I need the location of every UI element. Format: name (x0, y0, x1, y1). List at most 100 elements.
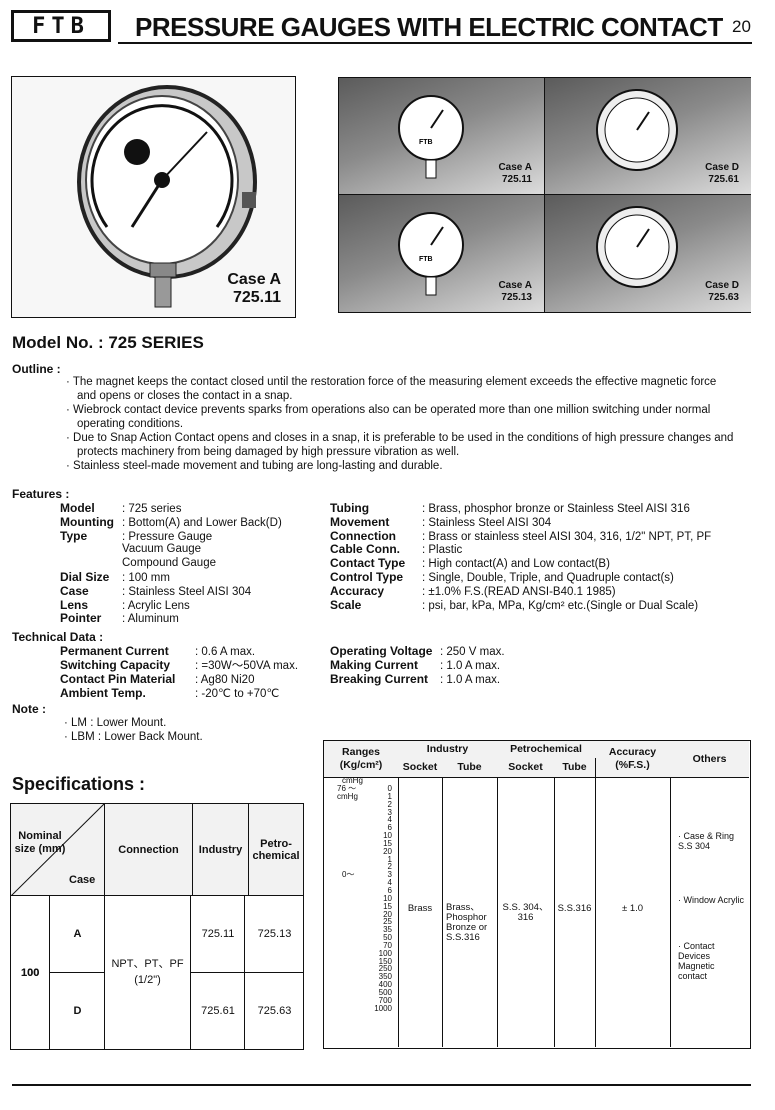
range-value: 6 (387, 885, 392, 895)
kv-row: Compound Gauge (60, 557, 216, 571)
kv-value: : -20℃ to +70℃ (195, 688, 280, 700)
cell-case: Case D (705, 280, 739, 291)
kv-row: Operating Voltage: 250 V max. (330, 644, 505, 660)
note-list: · LM : Lower Mount. · LBM : Lower Back M… (64, 716, 203, 744)
kv-value: Vacuum Gauge (122, 543, 202, 556)
main-gauge-photo: Case A 725.11 (11, 76, 296, 318)
gauge-icon (596, 89, 678, 171)
kv-row: Case: Stainless Steel AISI 304 (60, 583, 251, 600)
kv-value: : ±1.0% F.S.(READ ANSI-B40.1 1985) (422, 585, 616, 598)
footer-rule (12, 1084, 751, 1086)
note-label: Note : (12, 702, 46, 716)
range-value: 6 (387, 823, 392, 833)
petro-tube-column: S.S.316 (554, 777, 596, 1047)
kv-key: Model (60, 501, 95, 515)
gauge-icon: FTB (398, 212, 464, 296)
accuracy-value: ± 1.0 (621, 903, 644, 914)
petro-socket-header: Socket (497, 758, 555, 778)
range-value: 400 (378, 980, 392, 990)
kv-row: Tubing: Brass, phosphor bronze or Stainl… (330, 501, 690, 517)
range-value: 20 (383, 909, 392, 919)
kv-row: Ambient Temp. : -20℃ to +70℃ (60, 686, 280, 702)
accuracy-column: ± 1.0 (595, 777, 671, 1047)
petro-header: Petro-chemical (248, 803, 304, 896)
gauge-icon (596, 206, 678, 288)
range-value: 1 (387, 854, 392, 864)
nominal-size-header: Nominal size (mm) (14, 830, 66, 855)
kv-row: Contact Type: High contact(A) and Low co… (330, 556, 610, 572)
range-value: 4 (387, 878, 392, 888)
kv-value: : Brass, phosphor bronze or Stainless St… (422, 503, 690, 515)
range-value: 350 (378, 972, 392, 982)
kv-row: Contact Pin Material: Ag80 Ni20 (60, 672, 255, 688)
range-value: 2 (387, 862, 392, 872)
range-value: 70 (383, 940, 392, 950)
accuracy-header: Accuracy (%F.S.) (595, 741, 671, 778)
industry-group-header: Industry (398, 741, 498, 759)
cell-model: 725.63 (708, 292, 739, 303)
range-value: 1000 (374, 1003, 392, 1013)
kv-row: Dial Size: 100 mm (60, 570, 170, 586)
range-value: 15 (383, 901, 392, 911)
kv-value: : Brass or stainless steel AISI 304, 316… (422, 530, 712, 543)
kv-key: Permanent Current (60, 644, 169, 658)
range-value: 700 (378, 995, 392, 1005)
specifications-title: Specifications : (12, 774, 146, 794)
svg-text:FTB: FTB (419, 139, 433, 146)
others-column: · Case & Ring S.S 304 · Window Acrylic ·… (670, 777, 749, 1047)
kv-row: Movement : Stainless Steel AISI 304 (330, 514, 552, 531)
main-case-label: Case A (227, 271, 281, 288)
kv-key: Case (60, 583, 89, 598)
cell-case: Case A (498, 162, 532, 173)
cell-model: 725.13 (501, 292, 532, 303)
kv-value: : High contact(A) and Low contact(B) (422, 558, 610, 571)
petro-cell: 725.63 (244, 972, 304, 1049)
kv-key: Mounting (60, 514, 114, 529)
range-value: 10 (383, 831, 392, 841)
gauge-icon: FTB (398, 95, 464, 179)
kv-key: Control Type (330, 570, 404, 584)
cell-model: 725.11 (501, 174, 532, 185)
main-model-label: 725.11 (232, 289, 281, 306)
industry-tube-header: Tube (442, 758, 498, 778)
kv-value: : 0.6 A max. (195, 646, 256, 658)
kv-key: Making Current (330, 658, 419, 672)
vac-top-unit: cmHg (342, 776, 363, 785)
kv-value: : Stainless Steel AISI 304 (422, 516, 552, 529)
kv-row: Control Type: Single, Double, Triple, an… (330, 570, 674, 586)
ranges-table: Ranges (Kg/cm²) Industry Petrochemical A… (323, 740, 751, 1049)
kv-row: Model : 725 series (60, 501, 182, 517)
kv-value: : 725 series (122, 503, 182, 515)
kv-value: : 1.0 A max. (440, 674, 501, 686)
range-value: 35 (383, 925, 392, 935)
case-cell: D (49, 972, 105, 1049)
industry-header: Industry (192, 803, 249, 896)
vac-left: 76 〜 (337, 784, 357, 793)
range-value: 150 (378, 956, 392, 966)
kv-key: Ambient Temp. (60, 686, 146, 700)
kv-value: : Ag80 Ni20 (195, 674, 255, 686)
range-value: 4 (387, 815, 392, 825)
range-value: 25 (383, 917, 392, 927)
nominal-case-header: Nominal size (mm) Case (10, 803, 105, 896)
kv-key: Movement (330, 514, 390, 529)
others-item: · Contact Devices Magnetic contact (678, 941, 715, 981)
range-value: 500 (378, 987, 392, 997)
ranges-header: Ranges (Kg/cm²) (324, 741, 399, 778)
ind-socket-value: Brass (407, 903, 433, 914)
model-value: 725 SERIES (108, 333, 204, 352)
outline-item: · The magnet keeps the contact closed un… (66, 376, 717, 402)
petro-tube-header: Tube (554, 758, 596, 778)
cell-model: 725.61 (708, 174, 739, 185)
spec-body: 100 A D NPT、PT、PF (1/2") 725.11 725.61 7… (10, 895, 304, 1050)
page-title: PRESSURE GAUGES WITH ELECTRIC CONTACT (135, 12, 723, 42)
kv-row: Switching Capacity: =30W〜50VA max. (60, 658, 298, 674)
kv-key: Type (60, 528, 88, 543)
range-value: 100 (378, 948, 392, 958)
